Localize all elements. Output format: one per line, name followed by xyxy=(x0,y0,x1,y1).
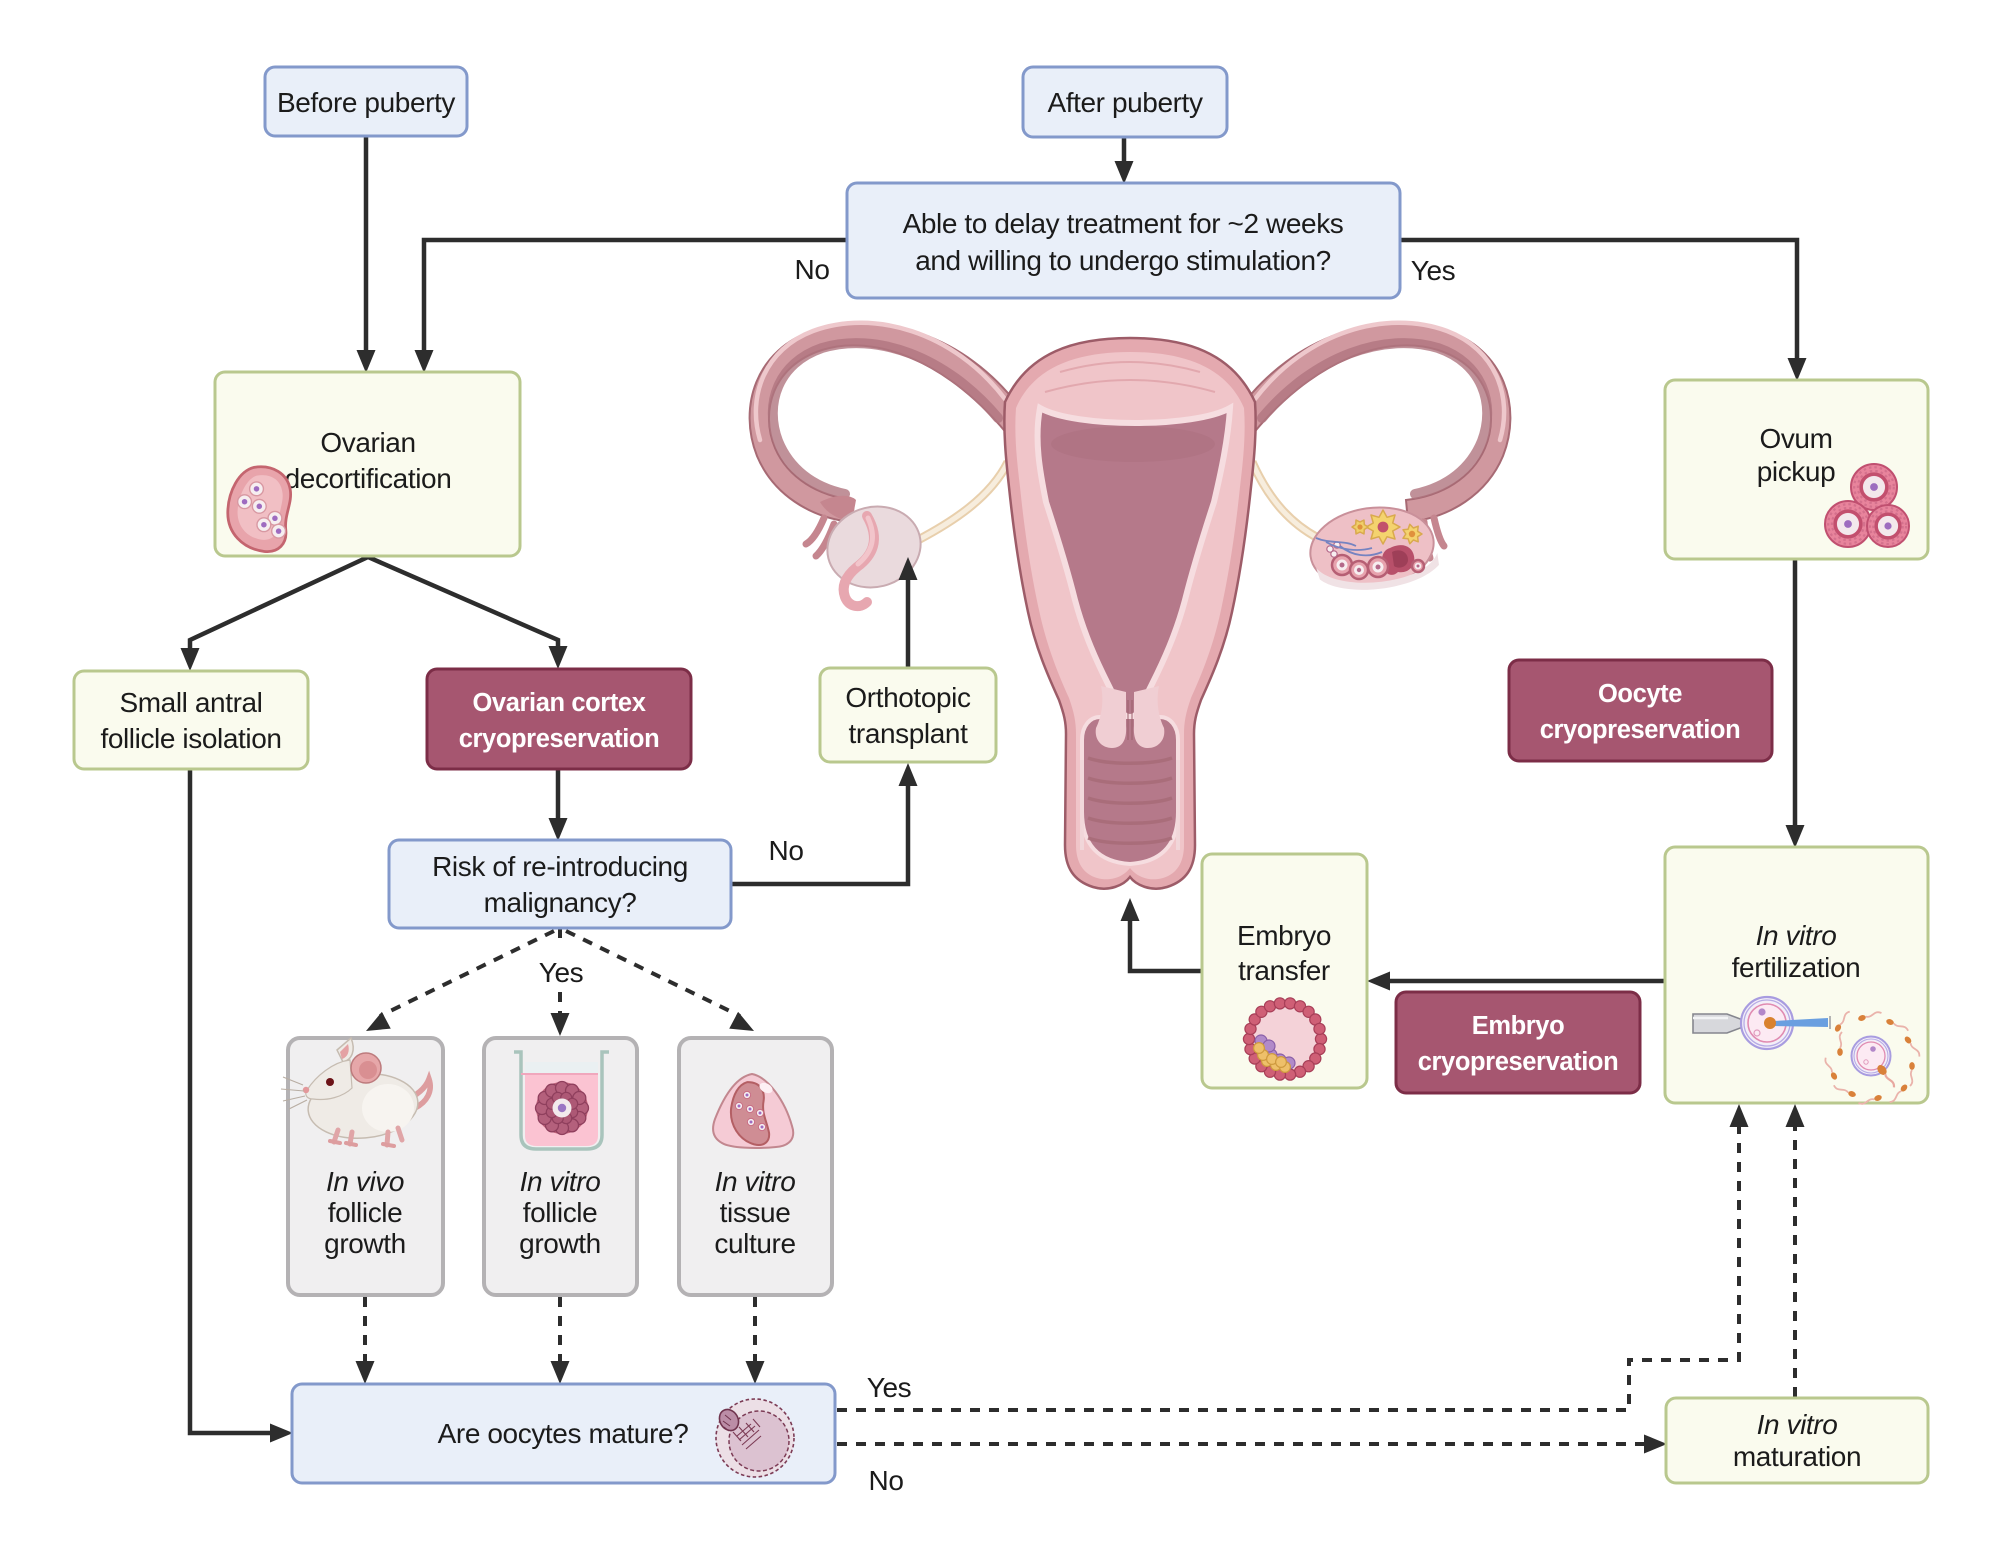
svg-text:fertilization: fertilization xyxy=(1732,952,1861,983)
svg-text:Oocyte: Oocyte xyxy=(1598,680,1682,708)
svg-text:Risk of re-introducing: Risk of re-introducing xyxy=(432,851,688,882)
svg-text:In vitro: In vitro xyxy=(520,1166,601,1197)
svg-text:Yes: Yes xyxy=(867,1372,911,1403)
svg-text:growth: growth xyxy=(324,1228,406,1259)
svg-text:Ovum: Ovum xyxy=(1759,423,1832,454)
svg-text:Embryo: Embryo xyxy=(1472,1012,1565,1040)
svg-text:Able to delay treatment for ~2: Able to delay treatment for ~2 weeks xyxy=(903,208,1344,239)
svg-text:cryopreservation: cryopreservation xyxy=(1418,1048,1619,1076)
svg-text:follicle: follicle xyxy=(328,1197,403,1228)
svg-text:After puberty: After puberty xyxy=(1047,87,1203,118)
svg-text:decortification: decortification xyxy=(285,463,452,494)
svg-text:and willing to undergo stimula: and willing to undergo stimulation? xyxy=(915,245,1331,276)
svg-text:malignancy?: malignancy? xyxy=(484,887,637,918)
svg-text:No: No xyxy=(869,1465,904,1496)
svg-text:pickup: pickup xyxy=(1757,456,1836,487)
svg-text:tissue: tissue xyxy=(720,1197,791,1228)
svg-text:Ovarian: Ovarian xyxy=(320,427,415,458)
svg-text:transfer: transfer xyxy=(1238,955,1330,986)
svg-text:Yes: Yes xyxy=(1411,255,1455,286)
svg-text:No: No xyxy=(795,254,830,285)
svg-text:cryopreservation: cryopreservation xyxy=(1540,716,1741,744)
svg-text:Embryo: Embryo xyxy=(1237,920,1331,951)
svg-text:Ovarian cortex: Ovarian cortex xyxy=(473,689,646,717)
svg-text:Before puberty: Before puberty xyxy=(277,87,455,118)
svg-text:No: No xyxy=(769,835,804,866)
svg-text:follicle: follicle xyxy=(523,1197,598,1228)
svg-text:In vivo: In vivo xyxy=(326,1166,404,1197)
svg-text:cryopreservation: cryopreservation xyxy=(459,725,660,753)
svg-text:In vitro: In vitro xyxy=(1757,1409,1838,1440)
svg-text:follicle isolation: follicle isolation xyxy=(100,723,281,754)
svg-text:Yes: Yes xyxy=(539,957,583,988)
svg-text:culture: culture xyxy=(714,1228,795,1259)
svg-text:In vitro: In vitro xyxy=(1756,920,1837,951)
svg-text:Orthotopic: Orthotopic xyxy=(845,682,971,713)
svg-text:maturation: maturation xyxy=(1733,1441,1861,1472)
svg-text:Are oocytes mature?: Are oocytes mature? xyxy=(438,1418,689,1449)
svg-text:transplant: transplant xyxy=(849,718,969,749)
svg-text:growth: growth xyxy=(519,1228,601,1259)
svg-text:Small antral: Small antral xyxy=(119,687,262,718)
svg-text:In vitro: In vitro xyxy=(715,1166,796,1197)
